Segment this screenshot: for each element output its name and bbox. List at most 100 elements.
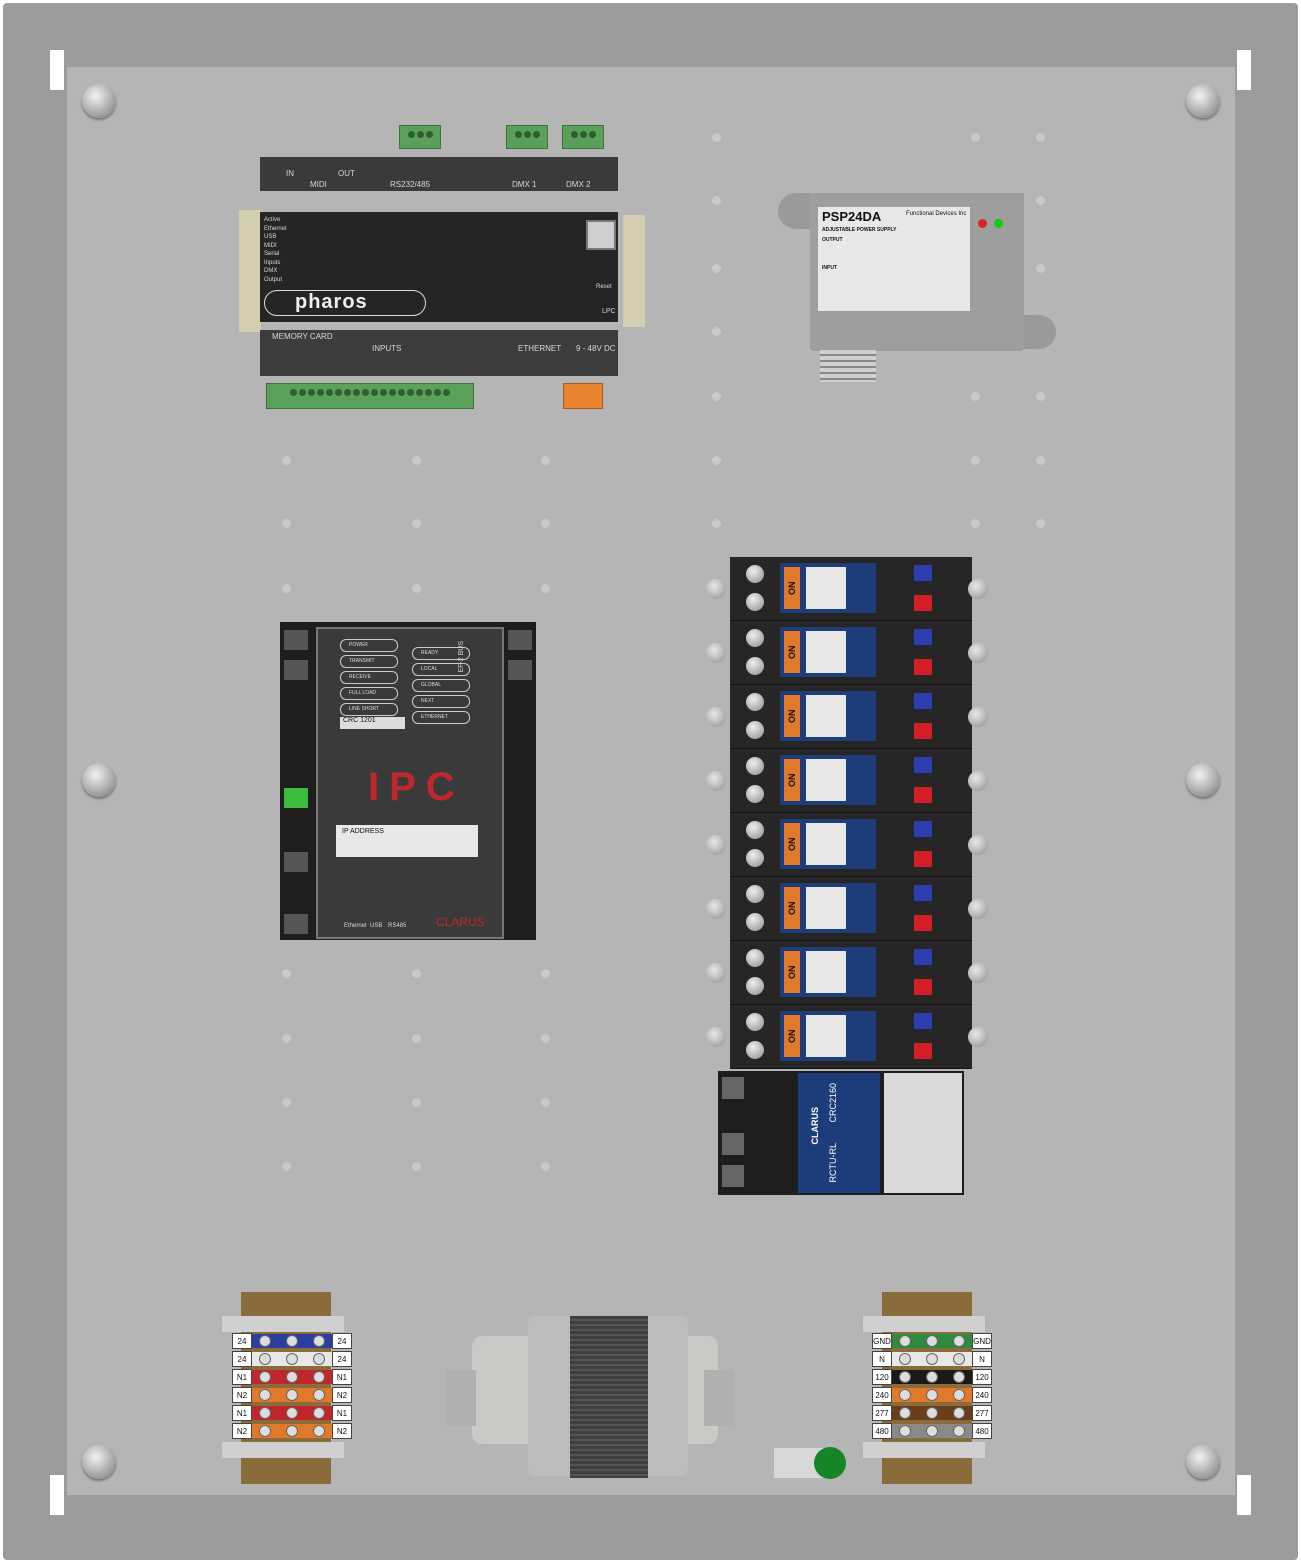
terminal-screw[interactable]: [952, 1425, 965, 1437]
terminal-screw[interactable]: [899, 1425, 912, 1437]
pharos-inputs-connector[interactable]: [266, 383, 474, 409]
relay-terminals[interactable]: [884, 1073, 962, 1193]
ipc-terminal-green[interactable]: [284, 788, 308, 808]
terminal-screw[interactable]: [925, 1335, 938, 1347]
terminal-screw[interactable]: [285, 1371, 298, 1383]
circuit-breaker[interactable]: ON: [730, 1005, 972, 1069]
port-rs485: RS485: [388, 923, 407, 929]
terminal-screw[interactable]: [285, 1425, 298, 1437]
ipc-terminal[interactable]: [508, 630, 532, 650]
terminal-screw[interactable]: [746, 757, 764, 775]
terminal-screw[interactable]: [746, 1013, 764, 1031]
terminal-screw[interactable]: [312, 1371, 325, 1383]
terminal-tag-left: N: [872, 1351, 892, 1367]
terminal-screw[interactable]: [952, 1407, 965, 1419]
terminal-body: [252, 1406, 332, 1420]
terminal-screw[interactable]: [746, 821, 764, 839]
terminal-screw[interactable]: [899, 1407, 912, 1419]
terminal-screw[interactable]: [746, 949, 764, 967]
terminal-screw[interactable]: [952, 1371, 965, 1383]
terminal-screw[interactable]: [746, 721, 764, 739]
terminal-screw[interactable]: [746, 593, 764, 611]
terminal-screw[interactable]: [899, 1389, 912, 1401]
terminal-screw[interactable]: [746, 657, 764, 675]
terminal-screw[interactable]: [952, 1335, 965, 1347]
terminal-screw[interactable]: [259, 1407, 272, 1419]
terminal-screw[interactable]: [312, 1335, 325, 1347]
terminal-screw[interactable]: [285, 1335, 298, 1347]
terminal-screw[interactable]: [259, 1335, 272, 1347]
led-label: Output: [264, 276, 283, 283]
ipc-terminal[interactable]: [284, 852, 308, 872]
circuit-breaker[interactable]: ON: [730, 877, 972, 941]
terminal-screw[interactable]: [925, 1353, 938, 1365]
terminal-screw[interactable]: [746, 849, 764, 867]
circuit-breaker[interactable]: ON: [730, 685, 972, 749]
frame-notch: [1237, 50, 1251, 90]
terminal-screw[interactable]: [746, 1041, 764, 1059]
relay-terminal[interactable]: [722, 1133, 744, 1155]
terminal-screw[interactable]: [746, 785, 764, 803]
terminal-screw[interactable]: [259, 1389, 272, 1401]
terminal-screw[interactable]: [952, 1389, 965, 1401]
terminal-screw[interactable]: [259, 1425, 272, 1437]
terminal-screw[interactable]: [285, 1389, 298, 1401]
ip-address-box[interactable]: IP ADDRESS: [336, 825, 478, 857]
circuit-breaker[interactable]: ON: [730, 557, 972, 621]
terminal-screw[interactable]: [746, 913, 764, 931]
terminal-screw[interactable]: [899, 1353, 912, 1365]
terminal-screw[interactable]: [285, 1353, 298, 1365]
terminal-screw[interactable]: [259, 1371, 272, 1383]
terminal-screw[interactable]: [952, 1353, 965, 1365]
terminal-screw[interactable]: [312, 1425, 325, 1437]
terminal-screw[interactable]: [925, 1407, 938, 1419]
pharos-dmx2-connector[interactable]: [562, 125, 604, 149]
usb-port[interactable]: [586, 220, 616, 250]
terminal-screw[interactable]: [925, 1371, 938, 1383]
terminal-screw[interactable]: [312, 1353, 325, 1365]
terminal-screw[interactable]: [312, 1407, 325, 1419]
side-screw: [706, 1027, 726, 1047]
mounting-hole: [282, 456, 291, 465]
ipc-terminal[interactable]: [284, 914, 308, 934]
terminal-screw[interactable]: [746, 629, 764, 647]
terminal-screw[interactable]: [746, 565, 764, 583]
ipc-terminal[interactable]: [284, 630, 308, 650]
terminal-screw[interactable]: [746, 977, 764, 995]
terminal-screw[interactable]: [312, 1389, 325, 1401]
pharos-dmx1-connector[interactable]: [506, 125, 548, 149]
ipc-terminal[interactable]: [508, 660, 532, 680]
pharos-midi-connector[interactable]: [399, 125, 441, 149]
terminal-screw[interactable]: [899, 1335, 912, 1347]
circuit-breaker[interactable]: ON: [730, 813, 972, 877]
circuit-breaker[interactable]: ON: [730, 749, 972, 813]
ground-screw[interactable]: [814, 1447, 846, 1479]
terminal-body: [252, 1352, 332, 1366]
ipc-terminal[interactable]: [284, 660, 308, 680]
terminal-screw[interactable]: [285, 1407, 298, 1419]
terminal-screw[interactable]: [899, 1371, 912, 1383]
terminal-screw[interactable]: [925, 1425, 938, 1437]
terminal-screw[interactable]: [925, 1389, 938, 1401]
pharos-power-connector[interactable]: [563, 383, 603, 409]
terminal-tag-left: 24: [232, 1333, 252, 1349]
circuit-breaker[interactable]: ON: [730, 941, 972, 1005]
terminal-screw[interactable]: [746, 885, 764, 903]
terminal-screw[interactable]: [259, 1353, 272, 1365]
terminal-screw[interactable]: [746, 693, 764, 711]
relay-terminal[interactable]: [722, 1077, 744, 1099]
circuit-breaker[interactable]: ON: [730, 621, 972, 685]
relay-terminal[interactable]: [722, 1165, 744, 1187]
